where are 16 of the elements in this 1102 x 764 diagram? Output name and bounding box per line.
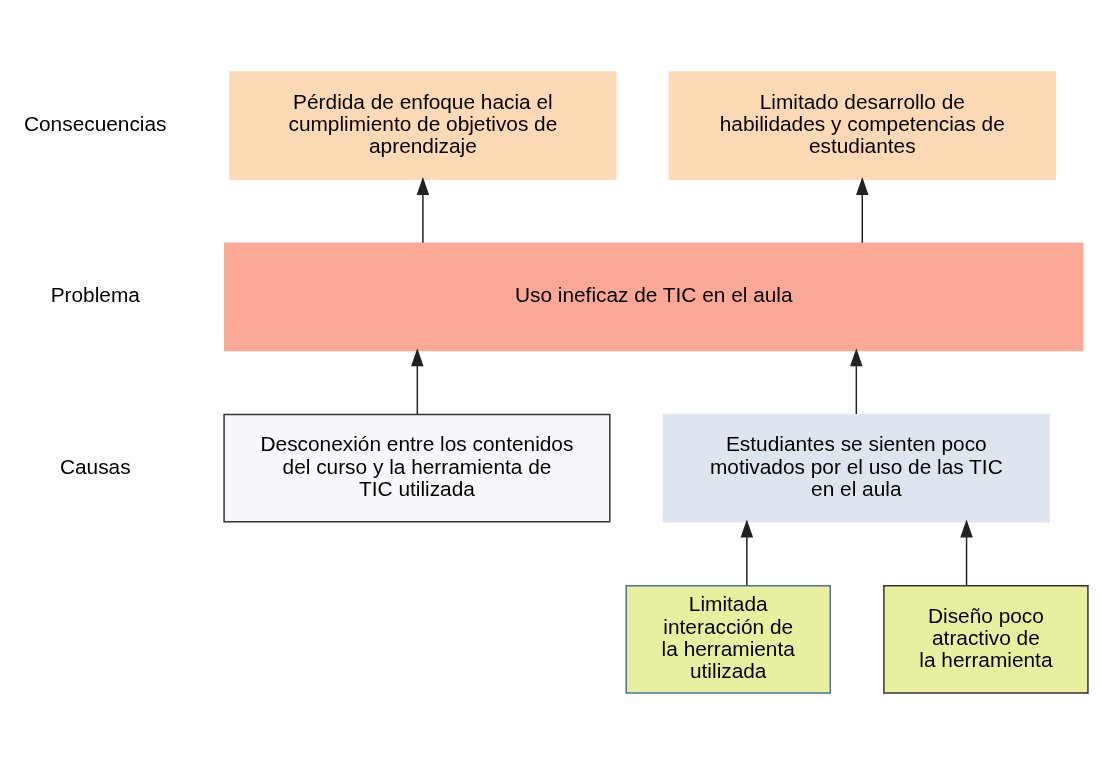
node-box: Desconexión entre los contenidos del curso y la herramienta de TIC utilizada: [223, 413, 611, 522]
node-box: Pérdida de enfoque hacia el cumplimiento de objetivos de aprendizaje: [229, 70, 617, 180]
node-box: Estudiantes se sienten poco motivados por el uso de las TIC en el aula: [662, 413, 1050, 522]
label: Consecuencias: [23, 111, 167, 135]
label: Causas: [59, 454, 131, 478]
label: Problema: [50, 282, 140, 306]
node-box: Limitada interacción de la herramienta utilizada: [625, 584, 831, 694]
arrow: [850, 347, 863, 415]
arrow: [960, 519, 973, 586]
arrow: [856, 176, 869, 243]
node-box: Limitado desarrollo de habilidades y competencias de estudiantes: [668, 70, 1056, 180]
node-box: Uso ineficaz de TIC en el aula: [224, 242, 1084, 351]
node-box: Diseño poco atractivo de la herramienta: [883, 584, 1089, 694]
arrow: [416, 176, 430, 243]
arrow: [740, 519, 754, 586]
arrow: [411, 347, 424, 415]
